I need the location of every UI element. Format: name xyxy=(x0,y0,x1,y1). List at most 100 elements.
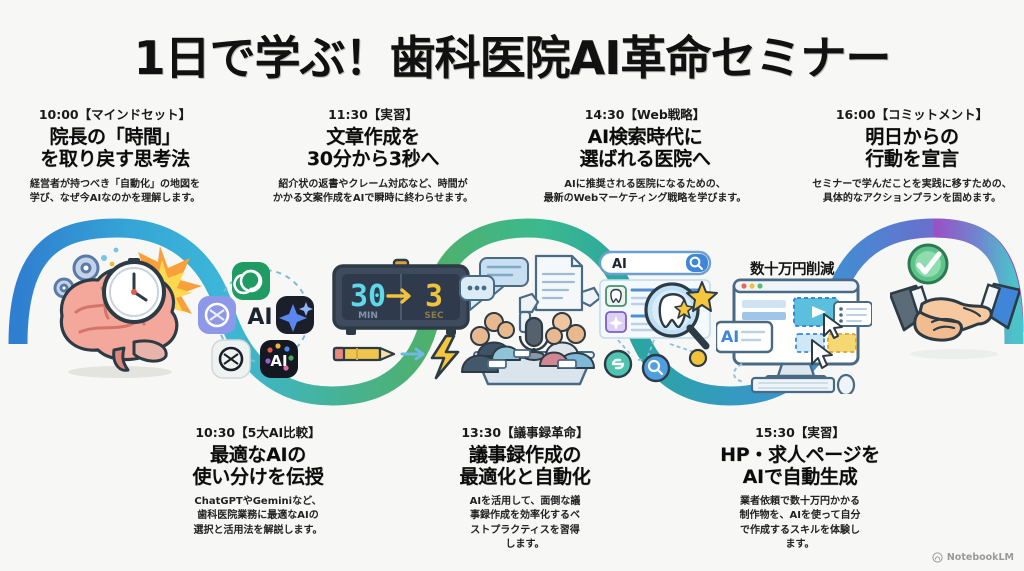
openai-green-icon xyxy=(232,262,270,300)
step-7-heading: HP・求人ページを AIで自動生成 xyxy=(702,444,898,489)
step-5-heading: 最適なAIの 使い分けを伝授 xyxy=(155,444,361,489)
brain-clock-illustration xyxy=(53,246,202,378)
step-7-time: 15:30【実習】 xyxy=(755,425,845,440)
search-node-icon xyxy=(641,353,671,383)
step-5-heading-line: 使い分けを伝授 xyxy=(192,466,324,489)
lightning-icon xyxy=(430,334,460,380)
step-1-heading-line: を取り戻す思考法 xyxy=(40,148,190,171)
step-4-time: 16:00【コミットメント】 xyxy=(835,107,989,122)
step-5-description-line: ChatGPTやGeminiなど、 xyxy=(194,495,322,507)
star-icon xyxy=(686,281,718,312)
tooth-result-icon xyxy=(605,285,627,307)
step-2-heading-line: 30分から3秒へ xyxy=(306,148,440,171)
step-5-heading-line: 最適なAIの xyxy=(210,444,306,466)
openai-purple-icon xyxy=(198,296,236,334)
notebooklm-label: NotebookLM xyxy=(946,552,1014,563)
step-6-description-line: します。 xyxy=(505,539,545,551)
step-2-heading-line: 文章作成を xyxy=(326,126,420,148)
step-5-time: 10:30【5大AI比較】 xyxy=(195,425,321,440)
search-illustration: AI xyxy=(598,250,718,383)
step-4-heading-line: 明日からの xyxy=(865,126,959,148)
step-1: 10:00【マインドセット】 院長の「時間」 を取り戻す思考法 経営者が持つべき… xyxy=(10,104,220,207)
ai-card: AI xyxy=(716,320,774,354)
handshake-illustration xyxy=(890,243,1020,359)
step-4-description-line: 具体的なアクションプランを固めます。 xyxy=(822,193,1002,205)
cost-saving-label: 数十万円削減 xyxy=(750,262,835,278)
step-7-description-line: 制作物を、AIを使って自分 xyxy=(739,510,861,522)
step-6-description-line: AIを活用して、面倒な議 xyxy=(469,495,581,507)
page-title: 1日で学ぶ！歯科医院AI革命セミナー xyxy=(133,31,892,85)
robot-hand-icon xyxy=(518,286,602,334)
cursor-icon xyxy=(811,339,833,369)
magnifier-tooth-icon xyxy=(644,282,710,350)
meeting-illustration xyxy=(459,254,602,386)
step-1-heading: 院長の「時間」 を取り戻す思考法 xyxy=(10,126,220,171)
step-5-description-line: 歯科医院業務に最適なAIの xyxy=(197,510,319,522)
list-callout xyxy=(833,301,872,327)
step-1-heading-line: 院長の「時間」 xyxy=(49,126,181,148)
step-4: 16:00【コミットメント】 明日からの 行動を宣言 セミナーで学んだことを実践… xyxy=(806,104,1018,207)
search-query-text: AI xyxy=(612,257,627,272)
step-1-description: 経営者が持つべき「自動化」の地図を 学び、なぜ今AIなのかを理解します。 xyxy=(10,178,220,207)
ai-logos-illustration: AI AI xyxy=(198,262,314,379)
step-7-description-line: 業者依頼で数十万円かかる xyxy=(740,495,860,507)
step-3-heading: AI検索時代に 選ばれる医院へ xyxy=(532,126,758,171)
step-1-description-line: 経営者が持つべき「自動化」の地図を xyxy=(30,178,200,190)
ai-card-label: AI xyxy=(721,327,739,346)
step-7-heading-line: AIで自動生成 xyxy=(742,466,858,489)
step-4-heading-line: 行動を宣言 xyxy=(865,148,959,171)
ai-sparkle-result-icon xyxy=(605,311,627,333)
monitor-illustration: AI xyxy=(716,278,872,394)
step-7-description: 業者依頼で数十万円かかる 制作物を、AIを使って自分 で作成するスキルを体験し … xyxy=(702,495,898,553)
microphone-icon xyxy=(518,316,550,361)
step-1-description-line: 学び、なぜ今AIなのかを理解します。 xyxy=(29,193,201,205)
step-7-description-line: で作成するスキルを体験し xyxy=(740,524,860,536)
step-2-description: 紹介状の返書やクレーム対応など、時間が かかる文案作成をAIで瞬時に終わらせます… xyxy=(268,178,478,207)
step-6-description-line: 事録作成を効率化するベ xyxy=(470,510,580,522)
step-5-description-line: 選択と活用法を解説します。 xyxy=(193,524,323,536)
step-7-heading-line: HP・求人ページを xyxy=(720,444,880,466)
step-6-heading-line: 最適化と自動化 xyxy=(459,466,591,489)
openai-white-icon xyxy=(211,339,251,379)
copilot-dark-icon: AI xyxy=(260,340,298,378)
step-5-description: ChatGPTやGeminiなど、 歯科医院業務に最適なAIの 選択と活用法を解… xyxy=(155,495,361,539)
timer-illustration: 30 MIN 3 SEC xyxy=(332,258,470,380)
link-node-icon xyxy=(603,349,633,379)
step-6-heading: 議事録作成の 最適化と自動化 xyxy=(432,444,618,489)
pencil-icon xyxy=(332,346,396,362)
speech-bubble-icon xyxy=(459,257,529,311)
step-1-time: 10:00【マインドセット】 xyxy=(38,107,192,122)
step-4-description-line: セミナーで学んだことを実践に移すための、 xyxy=(812,178,1012,190)
step-2-description-line: 紹介状の返書やクレーム対応など、時間が xyxy=(278,178,468,190)
step-6: 13:30【議事録革命】 議事録作成の 最適化と自動化 AIを活用して、面倒な議… xyxy=(432,422,618,553)
step-3-heading-line: 選ばれる医院へ xyxy=(579,148,711,171)
step-4-description: セミナーで学んだことを実践に移すための、 具体的なアクションプランを固めます。 xyxy=(806,178,1018,207)
step-2-description-line: かかる文案作成をAIで瞬時に終わらせます。 xyxy=(272,193,474,205)
step-2-time: 11:30【実習】 xyxy=(328,107,418,122)
step-6-description: AIを活用して、面倒な議 事録作成を効率化するベ ストプラクティスを習得 します… xyxy=(432,495,618,553)
svg-text:AI: AI xyxy=(270,352,287,370)
timer-from-value: 30 xyxy=(350,279,386,314)
step-3-heading-line: AI検索時代に xyxy=(587,126,703,148)
step-2-heading: 文章作成を 30分から3秒へ xyxy=(268,126,478,171)
step-3-time: 14:30【Web戦略】 xyxy=(584,107,706,122)
document-icon xyxy=(534,254,584,312)
step-3-description-line: AIに推奨される医院になるための、 xyxy=(564,178,726,190)
step-5: 10:30【5大AI比較】 最適なAIの 使い分けを伝授 ChatGPTやGem… xyxy=(155,422,361,538)
step-4-heading: 明日からの 行動を宣言 xyxy=(806,126,1018,171)
cursor-icon xyxy=(823,313,843,339)
step-7: 15:30【実習】 HP・求人ページを AIで自動生成 業者依頼で数十万円かかる… xyxy=(702,422,898,553)
step-7-description-line: ます。 xyxy=(785,539,815,551)
step-6-description-line: ストプラクティスを習得 xyxy=(470,524,580,536)
step-6-heading-line: 議事録作成の xyxy=(468,444,582,466)
step-3-description-line: 最新のWebマーケティング戦略を学びます。 xyxy=(543,193,747,205)
ai-center-label: AI xyxy=(247,305,272,330)
search-button-icon xyxy=(686,254,708,272)
notebooklm-icon xyxy=(932,552,943,563)
step-3-description: AIに推奨される医院になるための、 最新のWebマーケティング戦略を学びます。 xyxy=(532,178,758,207)
gemini-dark-icon xyxy=(276,296,314,334)
timer-to-unit: SEC xyxy=(424,311,444,321)
timer-to-value: 3 xyxy=(425,279,443,314)
step-6-time: 13:30【議事録革命】 xyxy=(461,425,589,440)
